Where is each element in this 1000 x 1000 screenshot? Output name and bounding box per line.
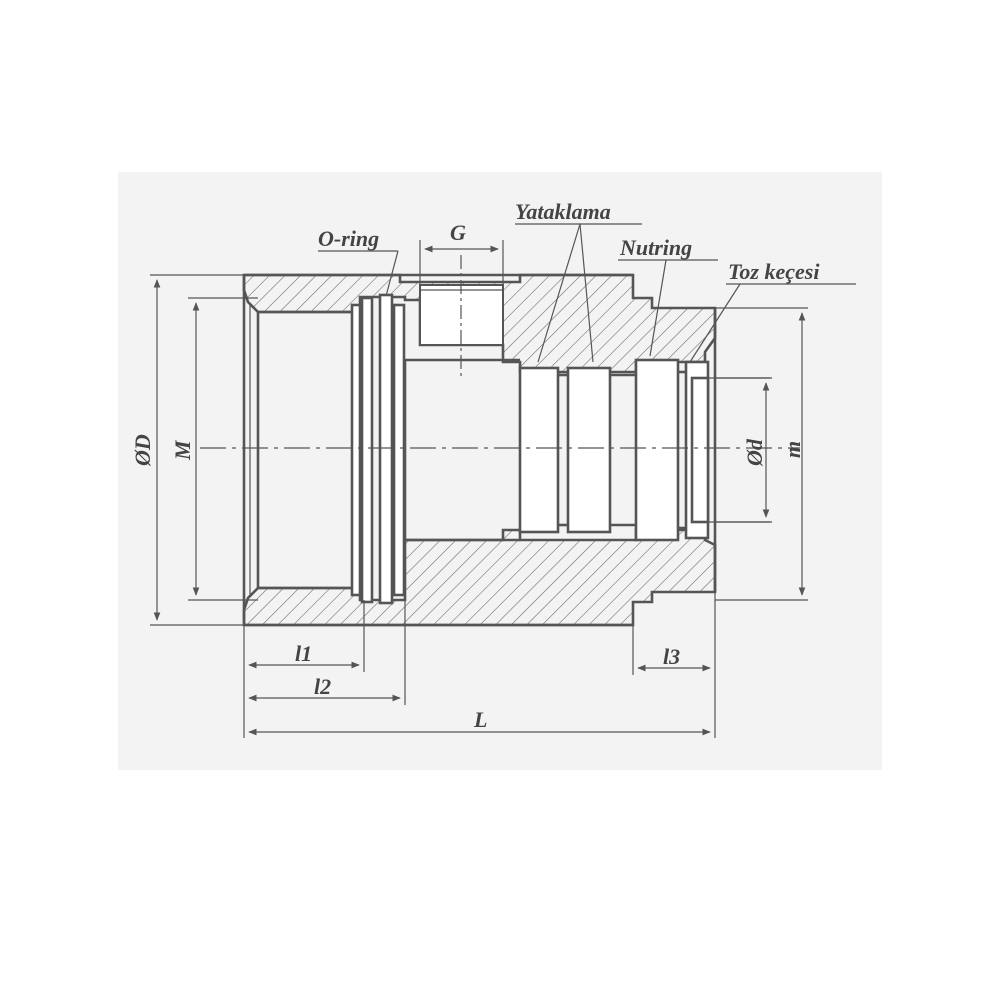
label-l2: l2: [314, 674, 331, 699]
label-od-outer: ØD: [130, 434, 155, 467]
dim-od-inner: [715, 377, 772, 523]
port-g-outline: [419, 255, 504, 378]
label-l-total: L: [473, 707, 487, 732]
label-o-ring: O-ring: [318, 226, 379, 251]
label-m-lower: m: [780, 441, 805, 458]
leader-lines: [318, 223, 856, 363]
label-l3: l3: [663, 644, 680, 669]
label-m-upper: M: [170, 439, 195, 461]
outer-outline: [242, 273, 717, 627]
label-od-inner: Ød: [742, 438, 767, 467]
dim-m-lower: [715, 307, 808, 601]
label-nutring: Nutring: [619, 235, 692, 260]
label-l1: l1: [295, 641, 312, 666]
dim-l1: [243, 600, 365, 738]
label-g: G: [450, 220, 466, 245]
label-toz-kecesi: Toz keçesi: [728, 259, 820, 284]
label-yataklama: Yataklama: [515, 199, 611, 224]
dim-od-outer: [150, 274, 244, 626]
body-lower-section: [242, 528, 717, 627]
dim-l2: [248, 600, 406, 705]
dim-l3: [632, 592, 716, 738]
dim-m-upper: [188, 297, 258, 601]
bore-outline: [249, 293, 770, 605]
drawing-panel: [118, 172, 882, 770]
dim-g: [419, 240, 504, 285]
